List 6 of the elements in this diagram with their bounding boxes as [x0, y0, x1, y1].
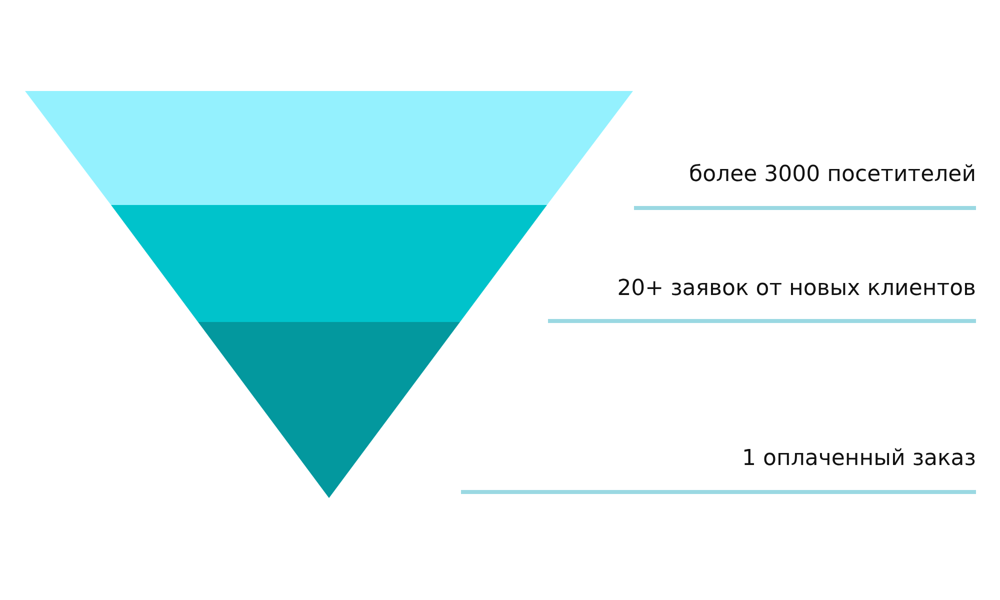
- funnel-band: [25, 91, 633, 205]
- stage-label: 1 оплаченный заказ: [742, 446, 976, 472]
- funnel-band: [111, 205, 547, 322]
- stage-label: более 3000 посетителей: [689, 162, 976, 188]
- stage-label: 20+ заявок от новых клиентов: [617, 276, 976, 302]
- funnel-band: [198, 322, 460, 498]
